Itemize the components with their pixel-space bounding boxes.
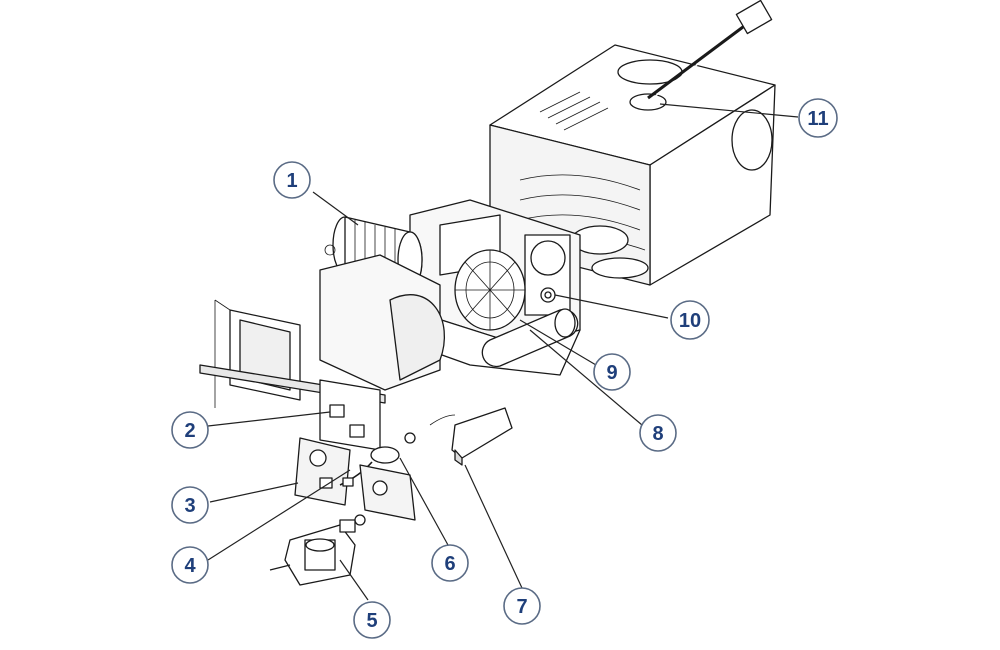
callout-6-label: 6 bbox=[444, 553, 455, 575]
combustion-motor bbox=[359, 432, 416, 521]
callout-4-label: 4 bbox=[184, 555, 196, 577]
callout-6: 6 bbox=[431, 544, 469, 582]
callout-11-label: 11 bbox=[807, 108, 828, 130]
combustion-wheel bbox=[454, 249, 526, 331]
callout-5: 5 bbox=[353, 601, 391, 639]
leader-lines bbox=[207, 103, 799, 601]
callout-3: 3 bbox=[171, 486, 209, 524]
callout-4: 4 bbox=[171, 546, 209, 584]
callout-3-label: 3 bbox=[184, 495, 195, 517]
control-board bbox=[199, 299, 386, 451]
callout-8-label: 8 bbox=[652, 423, 663, 445]
electrode bbox=[540, 287, 556, 303]
callout-8: 8 bbox=[639, 414, 677, 452]
callout-10: 10 bbox=[670, 300, 710, 340]
burner-tube bbox=[481, 308, 579, 368]
sail-switch bbox=[429, 407, 513, 466]
vent-pipe bbox=[647, 0, 773, 101]
callout-2-label: 2 bbox=[184, 420, 195, 442]
circuit-board bbox=[294, 437, 351, 506]
callout-1-label: 1 bbox=[286, 170, 297, 192]
callout-2: 2 bbox=[171, 411, 209, 449]
callout-11: 11 bbox=[798, 98, 838, 138]
gas-valve bbox=[269, 514, 366, 586]
callout-7: 7 bbox=[503, 587, 541, 625]
main-blower bbox=[319, 216, 445, 391]
wire-harness bbox=[339, 461, 373, 487]
callout-5-label: 5 bbox=[366, 610, 377, 632]
callout-7-label: 7 bbox=[516, 596, 527, 618]
callout-9-label: 9 bbox=[606, 362, 617, 384]
callout-1: 1 bbox=[273, 161, 311, 199]
callout-9: 9 bbox=[593, 353, 631, 391]
callout-10-label: 10 bbox=[679, 310, 701, 332]
